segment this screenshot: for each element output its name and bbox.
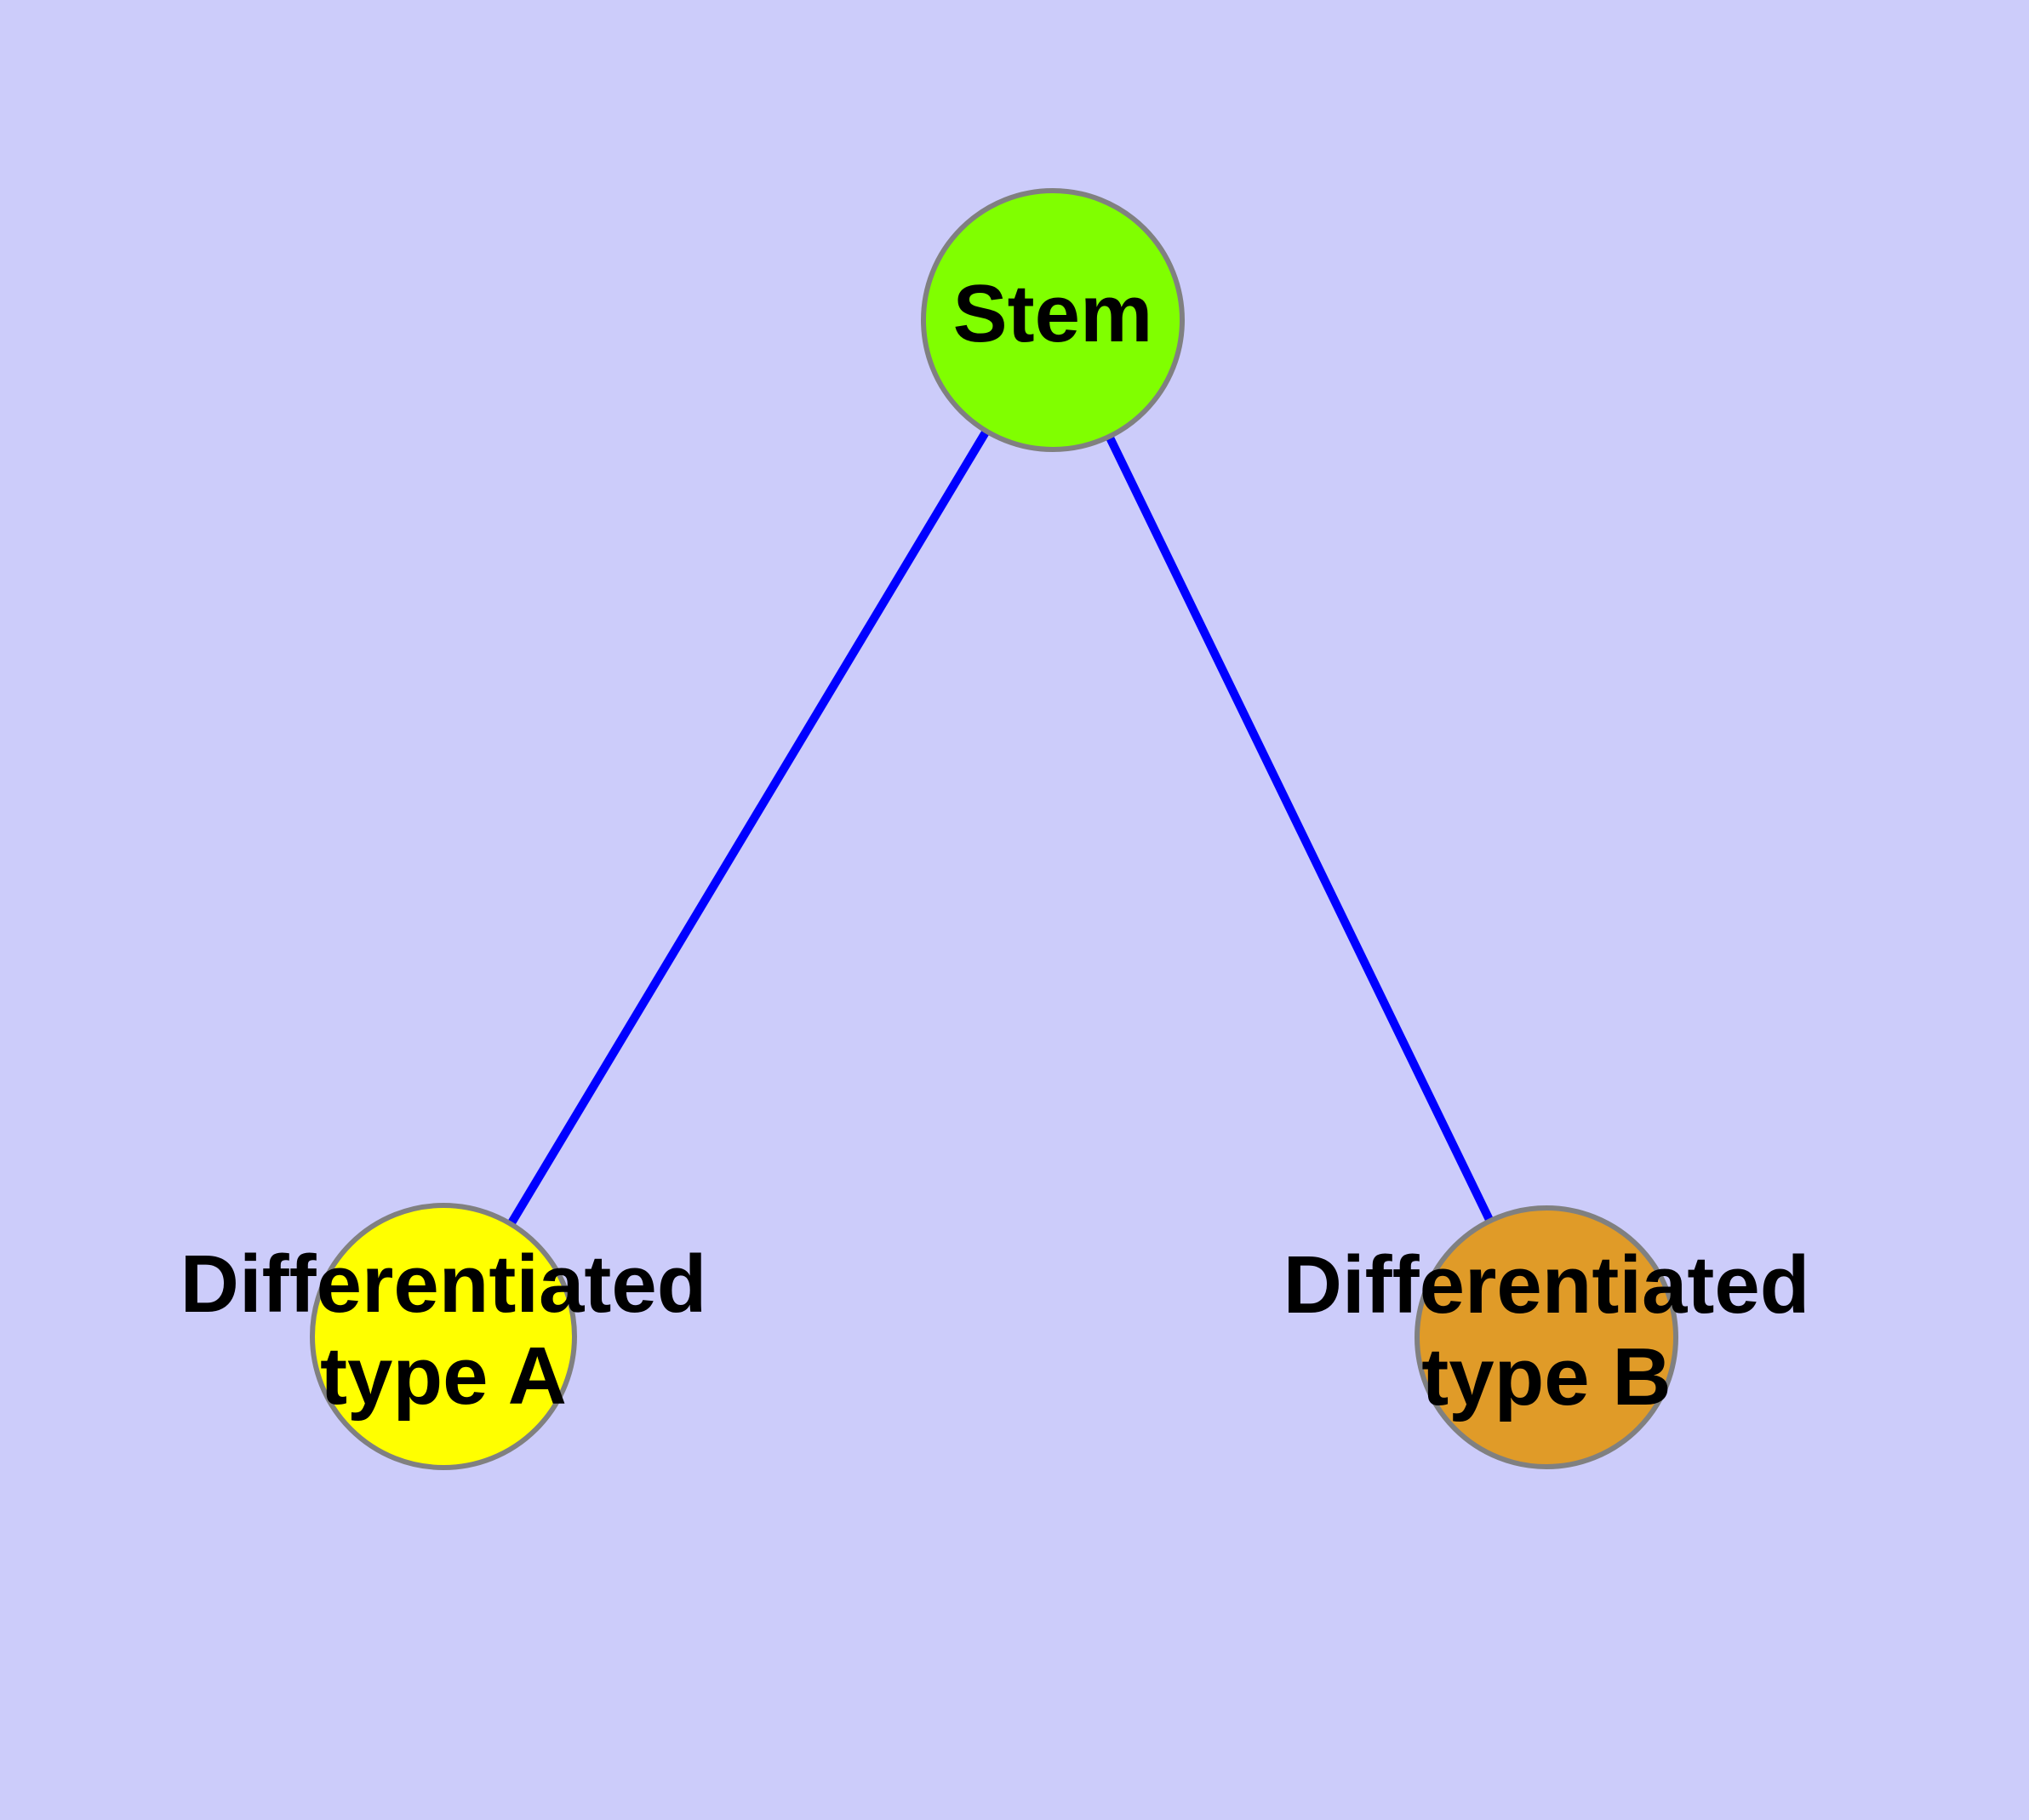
node-label-line-2-diff-b: type B bbox=[1421, 1331, 1671, 1422]
node-diff-b[interactable] bbox=[1415, 1205, 1678, 1469]
edges-layer bbox=[439, 318, 1551, 1340]
node-label-line-1-diff-b: Differentiated bbox=[1283, 1240, 1810, 1331]
node-stem[interactable] bbox=[921, 188, 1185, 452]
nodes-layer bbox=[310, 188, 1678, 1470]
node-label-line-1-diff-a: Differentiated bbox=[180, 1239, 707, 1331]
node-diff-a[interactable] bbox=[310, 1203, 577, 1470]
edge-stem-to-diff-b[interactable] bbox=[1049, 318, 1551, 1340]
node-label-line-1-stem: Stem bbox=[953, 268, 1153, 359]
node-label-line-2-diff-a: type A bbox=[320, 1331, 567, 1422]
edge-stem-to-diff-a[interactable] bbox=[439, 318, 1057, 1339]
node-label-stem: Stem bbox=[953, 268, 1153, 359]
